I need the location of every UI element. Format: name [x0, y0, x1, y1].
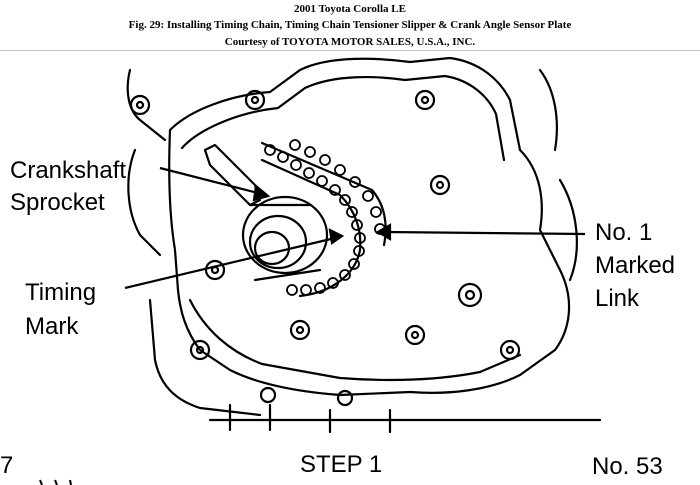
callout-labels: Crankshaft Sprocket Timing Mark No. 1 Ma…	[10, 157, 675, 340]
cropped-text-fragment	[39, 479, 72, 485]
label-link: Link	[595, 285, 640, 312]
figure-number: No. 53	[592, 453, 663, 480]
step-label: STEP 1	[300, 451, 382, 478]
label-mark: Mark	[25, 313, 79, 340]
label-crankshaft: Crankshaft	[10, 157, 126, 184]
courtesy-line: Courtesy of TOYOTA MOTOR SALES, U.S.A., …	[224, 36, 476, 48]
label-timing: Timing	[25, 279, 96, 306]
arrow-timing-mark	[328, 228, 345, 245]
leader-timing-mark	[124, 236, 336, 290]
leader-crankshaft-sprocket	[159, 166, 263, 196]
header-divider	[0, 50, 700, 51]
label-sprocket: Sprocket	[10, 189, 105, 216]
engine-block-drawing	[126, 56, 602, 434]
leader-lines	[124, 166, 586, 290]
label-no1: No. 1	[595, 219, 652, 246]
footer: 7 STEP 1 No. 53	[0, 451, 663, 485]
arrow-crankshaft-sprocket	[252, 183, 271, 202]
arrow-marked-link	[375, 223, 392, 241]
label-marked: Marked	[595, 252, 675, 279]
leader-marked-link	[384, 230, 586, 236]
footer-left-fragment: 7	[0, 452, 13, 479]
document-title: 2001 Toyota Corolla LE	[294, 3, 406, 15]
figure-caption: Fig. 29: Installing Timing Chain, Timing…	[128, 19, 572, 31]
